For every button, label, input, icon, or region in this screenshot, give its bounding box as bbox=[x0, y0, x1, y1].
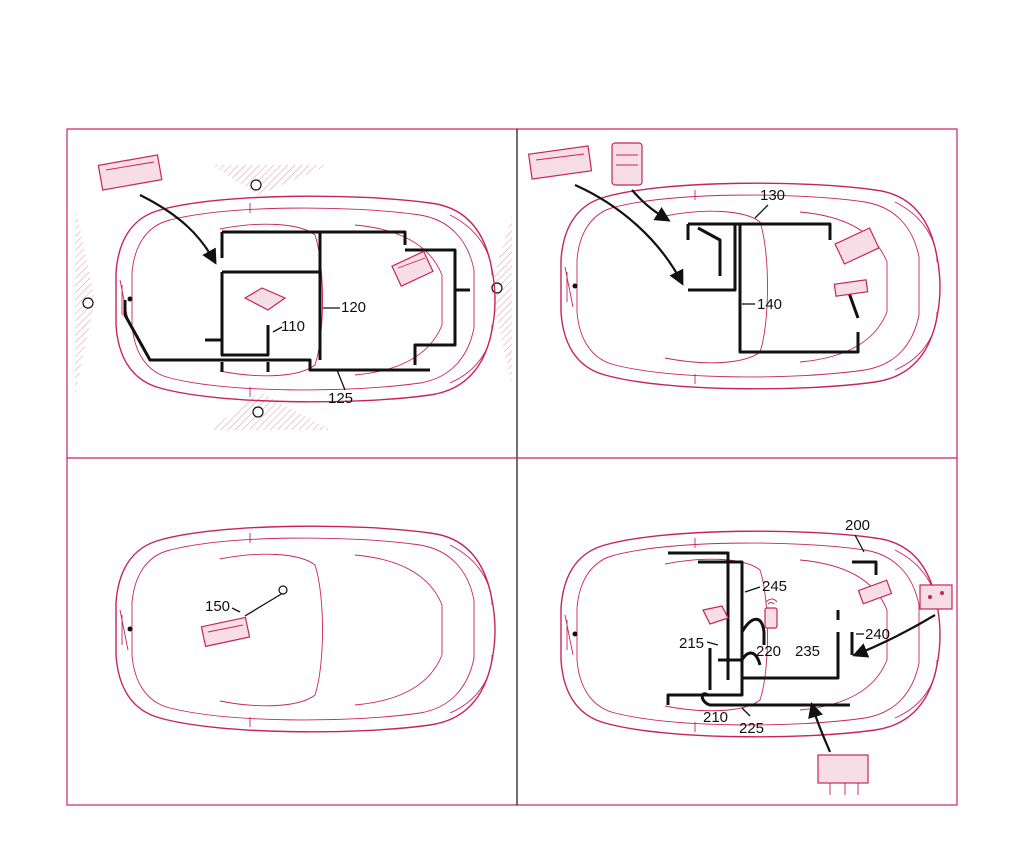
antenna-connector-icon bbox=[278, 585, 288, 595]
ecu-module-icon bbox=[243, 287, 287, 311]
label-210: 210 bbox=[703, 709, 728, 726]
panel-top-right: 130 140 bbox=[527, 142, 941, 390]
fuse-box-icon bbox=[611, 142, 643, 186]
sensor-icon-left bbox=[82, 297, 94, 309]
label-125: 125 bbox=[328, 390, 353, 407]
sensor-module-icon bbox=[833, 279, 869, 297]
panel-bottom-left: 150 bbox=[115, 525, 496, 733]
label-120: 120 bbox=[341, 299, 366, 316]
sensor-zone-right bbox=[490, 215, 512, 385]
diagram-frame bbox=[66, 128, 958, 806]
control-board-icon bbox=[919, 584, 953, 610]
module-215-icon bbox=[702, 605, 729, 625]
seat-module-icon bbox=[391, 250, 434, 287]
sensor-icon-rear bbox=[252, 406, 264, 418]
sensor-zone-front bbox=[212, 165, 330, 195]
panel-top-left: 110 120 125 bbox=[75, 154, 512, 430]
wire-harness-main bbox=[123, 300, 430, 372]
sensor-zone-rear bbox=[210, 392, 330, 430]
sensor-icon-front bbox=[250, 179, 262, 191]
pointer-arrow-2b bbox=[631, 189, 671, 222]
label-240: 240 bbox=[865, 626, 890, 643]
label-215: 215 bbox=[679, 635, 704, 652]
relay-unit-icon bbox=[817, 754, 869, 795]
label-225: 225 bbox=[739, 720, 764, 737]
label-220: 220 bbox=[756, 643, 781, 660]
module-200-icon bbox=[857, 579, 893, 605]
phone-icon bbox=[764, 598, 778, 629]
seat-module-icon-2 bbox=[834, 227, 880, 265]
label-245: 245 bbox=[762, 578, 787, 595]
car-outline-1 bbox=[115, 195, 496, 403]
pointer-arrow-2a bbox=[574, 183, 684, 286]
label-140: 140 bbox=[757, 296, 782, 313]
car-outline-2 bbox=[560, 182, 941, 390]
radio-unit-icon-3 bbox=[200, 616, 251, 648]
label-235: 235 bbox=[795, 643, 820, 660]
label-150: 150 bbox=[205, 598, 230, 615]
radio-unit-icon-2 bbox=[527, 145, 593, 180]
pointer-arrow-4a bbox=[852, 614, 936, 658]
pointer-arrow-1 bbox=[139, 194, 217, 265]
radio-unit-icon bbox=[97, 154, 163, 191]
label-110: 110 bbox=[281, 318, 305, 335]
pointer-arrow-4b bbox=[808, 702, 832, 753]
car-outline-3 bbox=[115, 525, 496, 733]
label-200: 200 bbox=[845, 517, 870, 534]
label-130: 130 bbox=[760, 187, 785, 204]
panel-bottom-right: 200 210 215 220 225 235 240 245 bbox=[560, 517, 953, 795]
